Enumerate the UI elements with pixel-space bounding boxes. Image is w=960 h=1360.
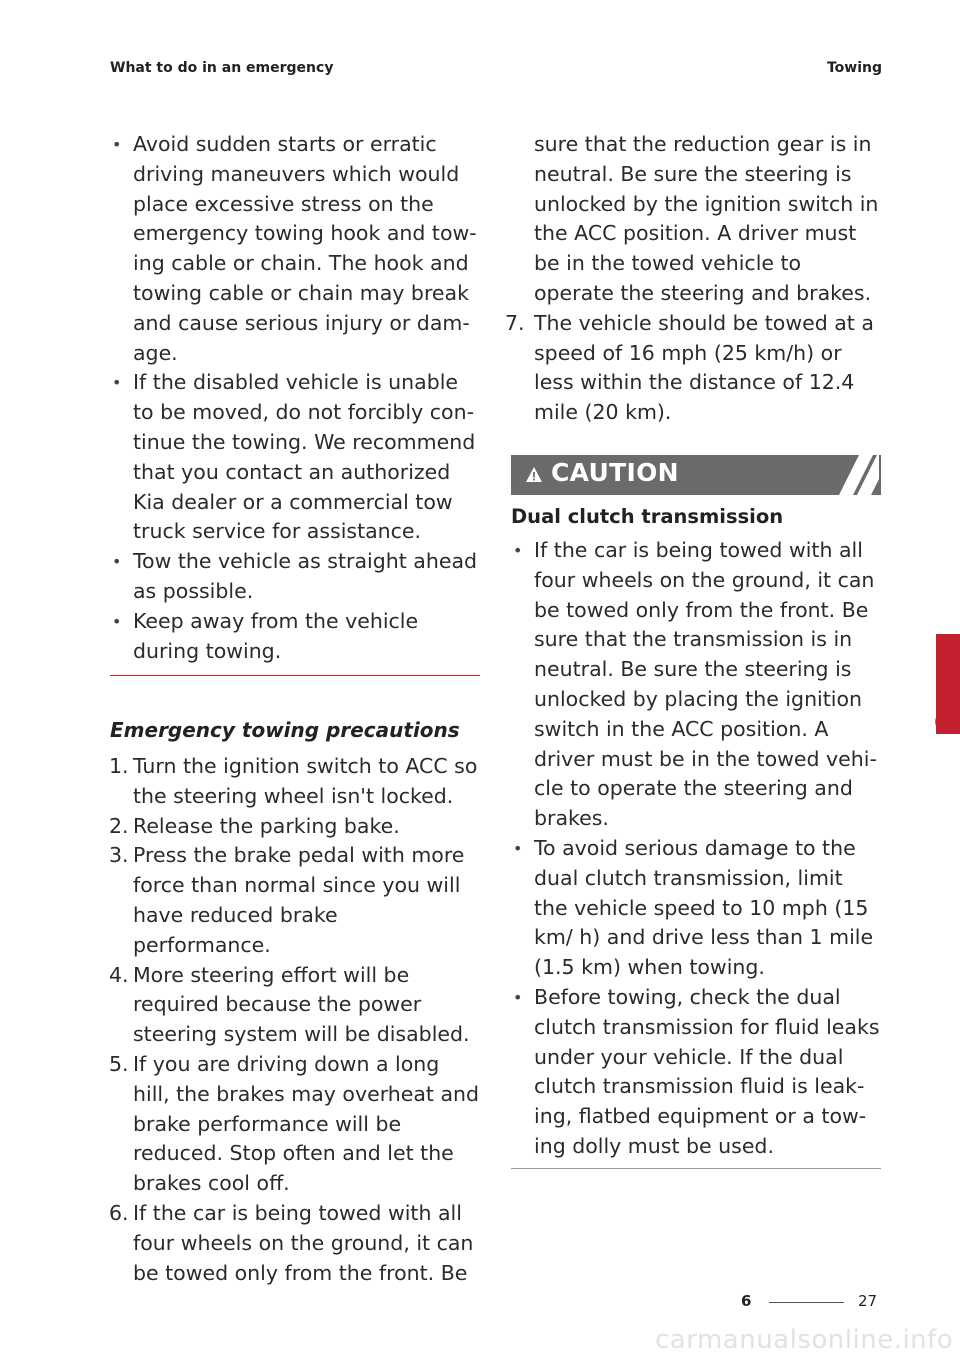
list-item: To avoid serious damage to the dual clut… — [511, 834, 881, 983]
list-item: Tow the vehicle as straight ahead as pos… — [110, 547, 480, 607]
item-number: 2. — [109, 813, 129, 838]
list-item: Keep away from the vehicle during towing… — [110, 607, 480, 667]
list-item: If the car is being towed with all four … — [511, 536, 881, 834]
item-number: 4. — [109, 962, 129, 987]
list-item: Before towing, check the dual clutch tra… — [511, 983, 881, 1162]
caution-title: Dual clutch transmission — [511, 505, 784, 528]
towing-advice-list: Avoid sudden starts or erratic driving m… — [110, 130, 480, 666]
footer-chapter-number: 6 — [741, 1292, 752, 1310]
footer-page-number: 27 — [858, 1292, 878, 1310]
running-header-section: What to do in an emergency — [110, 60, 334, 76]
item-text: Press the brake pedal with more force th… — [133, 843, 465, 957]
item-text: If you are driving down a long hill, the… — [133, 1051, 480, 1196]
item-text: If the car is being towed with all four … — [133, 1200, 474, 1285]
item-number: 7. — [505, 310, 525, 335]
caution-banner: CAUTION — [511, 455, 881, 495]
list-item: 2.Release the parking bake. — [109, 812, 480, 842]
item-text: Release the parking bake. — [133, 813, 400, 838]
footer-divider — [769, 1302, 844, 1303]
item-number: 5. — [109, 1051, 129, 1076]
list-item: 5.If you are driving down a long hill, t… — [109, 1050, 480, 1199]
item-number: 3. — [109, 843, 129, 868]
stripe-decoration — [839, 455, 879, 495]
list-item: 6.If the car is being towed with all fou… — [109, 1199, 480, 1288]
chapter-tab-number: 6 — [934, 710, 948, 734]
left-column: Avoid sudden starts or erratic driving m… — [110, 130, 480, 666]
item-text: More steering effort will be required be… — [133, 962, 470, 1047]
warning-triangle-icon — [526, 467, 542, 482]
item-text: Turn the ignition switch to ACC so the s… — [133, 754, 478, 808]
list-item: 7. The vehicle should be towed at a speed… — [505, 309, 881, 428]
list-item: 4.More steering effort will be required … — [109, 961, 480, 1050]
precautions-list-left: 1.Turn the ignition switch to ACC so the… — [109, 752, 480, 1288]
caution-list: If the car is being towed with all four … — [511, 536, 881, 1162]
item-text: The vehicle should be towed at a speed o… — [534, 310, 874, 425]
section-divider — [110, 675, 480, 676]
running-header-topic: Towing — [826, 60, 882, 76]
right-column: sure that the reduction gear is in neutr… — [505, 130, 881, 428]
list-item-continued: sure that the reduction gear is in neutr… — [534, 132, 879, 305]
section-end-divider — [511, 1168, 881, 1169]
caution-label: CAUTION — [551, 458, 679, 487]
list-item: If the disabled vehicle is unable to be … — [110, 368, 480, 547]
list-item: 3.Press the brake pedal with more force … — [109, 841, 480, 960]
chapter-tab — [936, 634, 960, 734]
list-item: Avoid sudden starts or erratic driving m… — [110, 130, 480, 368]
item-number: 6. — [109, 1200, 129, 1225]
list-item: 1.Turn the ignition switch to ACC so the… — [109, 752, 480, 812]
item-number: 1. — [109, 754, 129, 778]
watermark: carmanualsonline.info — [655, 1325, 954, 1355]
section-heading: Emergency towing precautions — [110, 718, 460, 742]
